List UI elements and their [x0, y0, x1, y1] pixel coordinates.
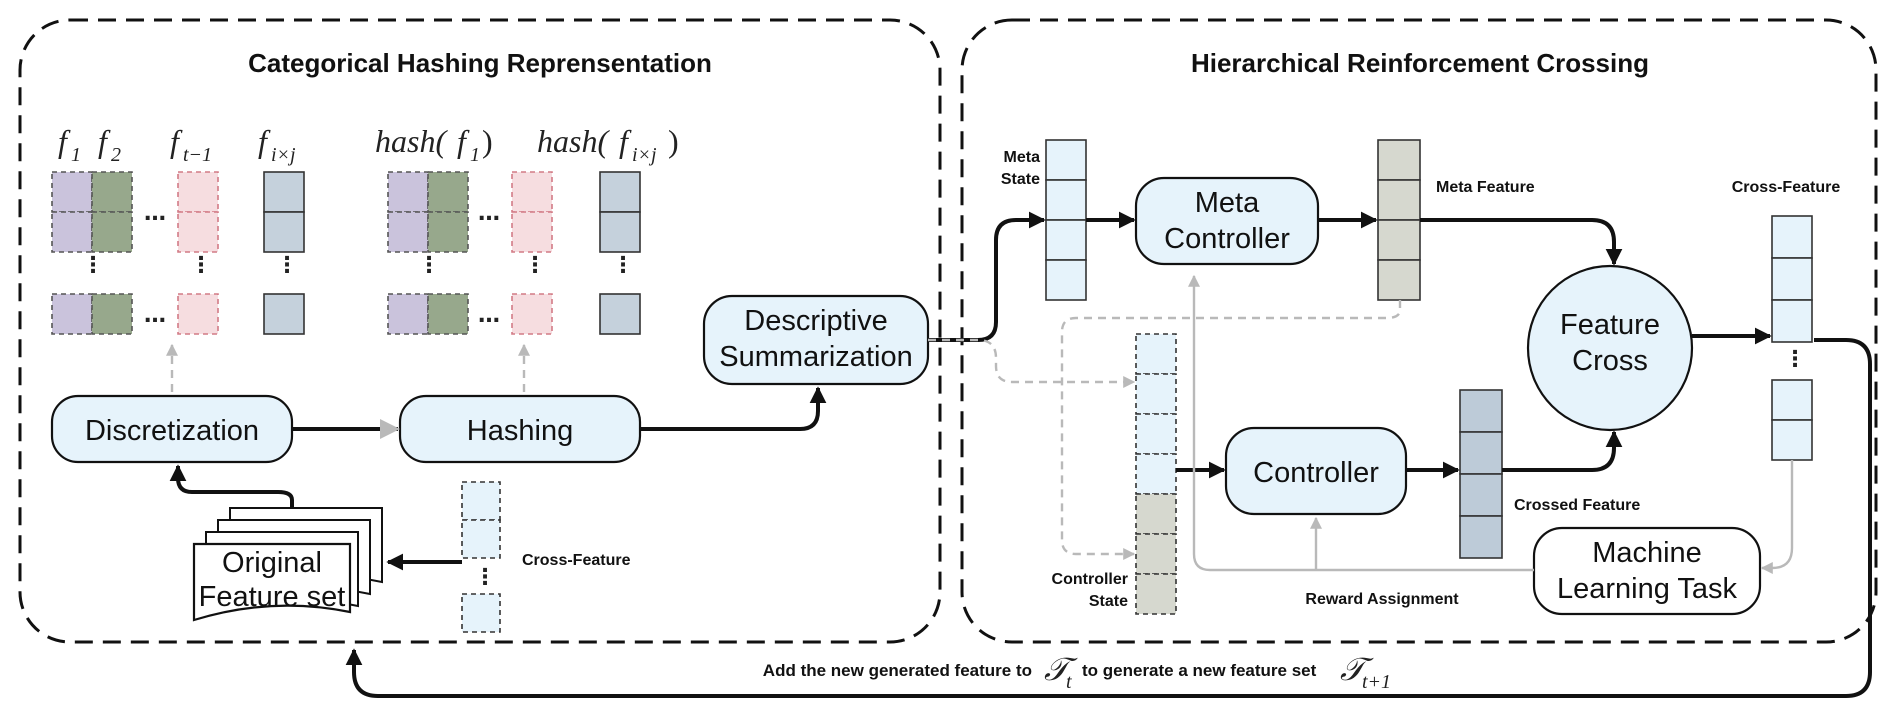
svg-text:Add the new generated feature: Add the new generated feature to — [763, 661, 1032, 680]
reward-assignment-label: Reward Assignment — [1305, 591, 1459, 608]
svg-text:⋮: ⋮ — [1784, 347, 1806, 372]
svg-text:⋮: ⋮ — [612, 253, 634, 278]
meta-state-label-1: Meta — [1004, 149, 1041, 166]
feature-cross-node: Feature Cross — [1526, 264, 1694, 432]
math-label-hash-fixj: hash( f i×j ) — [537, 123, 679, 166]
right-panel-border — [960, 18, 1878, 644]
svg-text:…: … — [144, 303, 166, 328]
meta-state-label-2: State — [1001, 171, 1040, 188]
controller-state-label-1: Controller — [1052, 571, 1128, 588]
svg-text:⋮: ⋮ — [82, 253, 104, 278]
svg-text:hash(: hash( — [375, 123, 448, 159]
left-panel-border — [18, 18, 942, 644]
svg-text:f: f — [58, 123, 71, 159]
svg-text:Hashing: Hashing — [467, 415, 573, 447]
svg-text:i×j: i×j — [632, 144, 657, 166]
svg-text:Feature: Feature — [1560, 309, 1660, 341]
feature-matrix-original: … … ⋮ ⋮ ⋮ — [51, 171, 305, 335]
svg-text:f: f — [619, 123, 632, 159]
reward-to-meta-controller-arrow — [1188, 274, 1534, 572]
left-panel-title: Categorical Hashing Reprensentation — [248, 48, 712, 78]
meta-feature-to-feature-cross-arrow — [1420, 218, 1623, 266]
machine-learning-task-node: Machine Learning Task — [1532, 526, 1762, 616]
svg-text:⋮: ⋮ — [276, 253, 298, 278]
math-label-f2: f 2 — [98, 123, 121, 166]
svg-text:⋮: ⋮ — [474, 565, 496, 590]
svg-text:f: f — [98, 123, 111, 159]
svg-text:…: … — [478, 201, 500, 226]
controller-state-vector — [1135, 333, 1177, 615]
feature-matrix-hashed: … … ⋮ ⋮ ⋮ — [387, 171, 641, 335]
crossed-feature-vector — [1459, 389, 1503, 559]
controller-node: Controller — [1224, 426, 1408, 516]
summarization-to-meta-state-arrow — [928, 211, 1046, 342]
svg-text:f: f — [258, 123, 271, 159]
svg-text:1: 1 — [71, 144, 81, 166]
original-to-discretization-arrow — [169, 464, 294, 508]
svg-text:Meta: Meta — [1195, 187, 1260, 219]
meta-feature-vector — [1377, 139, 1421, 301]
svg-text:𝒯: 𝒯 — [1044, 651, 1078, 687]
svg-text:…: … — [478, 303, 500, 328]
math-label-f1: f 1 — [58, 123, 81, 166]
summarization-to-controller-state-arrow — [928, 338, 1136, 388]
svg-text:1: 1 — [470, 144, 480, 166]
svg-text:hash(: hash( — [537, 123, 610, 159]
svg-text:Cross: Cross — [1572, 345, 1648, 377]
cross-feature-to-ml-task-arrow — [1760, 460, 1794, 574]
meta-controller-node: Meta Controller — [1134, 176, 1320, 266]
svg-text:Controller: Controller — [1164, 223, 1290, 255]
svg-text:⋮: ⋮ — [418, 253, 440, 278]
hashing-to-summarization-arrow — [640, 386, 827, 431]
svg-text:Controller: Controller — [1253, 457, 1379, 489]
cross-feature-right-label: Cross-Feature — [1732, 179, 1841, 196]
svg-text:t−1: t−1 — [183, 144, 212, 166]
right-panel-title: Hierarchical Reinforcement Crossing — [1191, 48, 1649, 78]
svg-text:f: f — [457, 123, 470, 159]
new-feature-feedback-arrow — [345, 338, 1872, 698]
svg-text:2: 2 — [111, 144, 121, 166]
math-label-hash-f1: hash( f 1 ) — [375, 123, 493, 166]
controller-state-label-2: State — [1089, 593, 1128, 610]
bottom-caption: Add the new generated feature to 𝒯 t to … — [763, 651, 1391, 693]
svg-text:Original: Original — [222, 547, 322, 579]
discretization-node: Discretization — [50, 394, 294, 464]
meta-feature-label: Meta Feature — [1436, 179, 1535, 196]
svg-text:Machine: Machine — [1592, 537, 1702, 569]
svg-text:Descriptive: Descriptive — [744, 305, 887, 337]
svg-text:t: t — [1066, 671, 1072, 693]
svg-text:to generate a new feature set: to generate a new feature set — [1082, 661, 1317, 680]
crossed-feature-label: Crossed Feature — [1514, 497, 1640, 514]
meta-state-vector — [1045, 139, 1087, 301]
svg-text:⋮: ⋮ — [190, 253, 212, 278]
svg-text:): ) — [482, 123, 493, 159]
svg-text:…: … — [144, 201, 166, 226]
svg-text:f: f — [170, 123, 183, 159]
svg-text:t+1: t+1 — [1362, 671, 1391, 693]
svg-text:Feature set: Feature set — [199, 581, 346, 613]
math-label-ft-1: f t−1 — [170, 123, 212, 166]
meta-feature-to-controller-state-arrow — [1060, 300, 1402, 560]
svg-text:i×j: i×j — [271, 144, 296, 166]
descriptive-summarization-node: Descriptive Summarization — [702, 294, 930, 386]
svg-text:Learning Task: Learning Task — [1557, 573, 1738, 605]
hashing-node: Hashing — [398, 394, 642, 464]
cross-feature-vector-right: ⋮ — [1771, 215, 1813, 461]
math-label-fixj: f i×j — [258, 123, 296, 166]
cross-feature-vector-left: ⋮ — [461, 481, 501, 633]
svg-text:Summarization: Summarization — [719, 341, 912, 373]
crossed-feature-to-feature-cross-arrow — [1502, 430, 1623, 472]
original-feature-set-doc: Original Feature set — [192, 507, 383, 622]
svg-text:Discretization: Discretization — [85, 415, 259, 447]
svg-text:): ) — [668, 123, 679, 159]
svg-text:⋮: ⋮ — [524, 253, 546, 278]
cross-feature-left-label: Cross-Feature — [522, 552, 631, 569]
